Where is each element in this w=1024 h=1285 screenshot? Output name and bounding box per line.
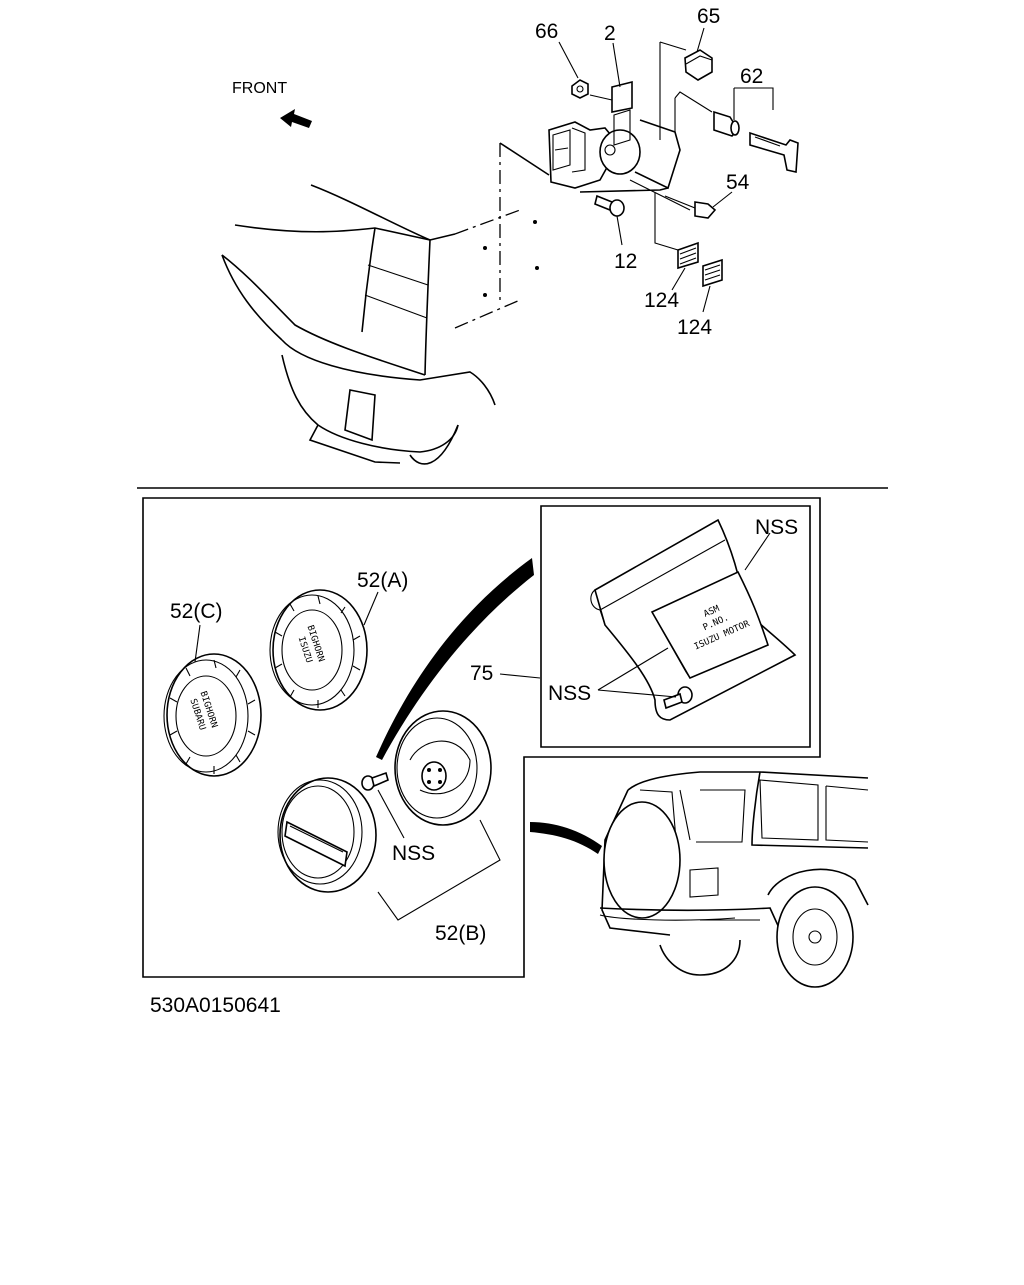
callout-65: 65 (697, 5, 720, 28)
spare-tire-cover-52a: BIGHORN ISUZU (269, 589, 368, 711)
spare-tire-carrier-bracket (548, 41, 713, 251)
spare-tire-cover-52c: BIGHORN SUBARU (163, 653, 262, 777)
spare-tire-cover-52b-front (277, 777, 377, 893)
callout-124-b: 124 (677, 316, 712, 339)
leader-52a (363, 591, 379, 626)
pads-124 (671, 241, 723, 313)
vehicle-rear-view (599, 771, 869, 988)
callout-2: 2 (604, 22, 616, 45)
callout-54: 54 (726, 171, 750, 194)
callout-52a: 52(A) (357, 569, 408, 592)
nut-66 (571, 79, 589, 99)
callout-52c: 52(C) (170, 600, 223, 623)
detail-pointer (376, 558, 534, 760)
front-direction-indicator: FRONT (232, 80, 312, 128)
lock-cap-65 (684, 49, 713, 81)
callout-124-a: 124 (644, 289, 679, 312)
leader-52c (194, 624, 201, 663)
callout-75: 75 (470, 662, 493, 685)
bottom-frame (142, 497, 821, 978)
front-label: FRONT (232, 80, 287, 97)
callout-nss-top: NSS (755, 516, 798, 539)
callout-nss-bottom: NSS (392, 842, 435, 865)
callout-12: 12 (614, 250, 637, 273)
leader-nss-bottom (377, 789, 405, 839)
key-cylinder-62 (713, 87, 799, 173)
callout-66: 66 (535, 20, 558, 43)
bolt-12 (594, 194, 625, 246)
id-plate-detail: ASM P.NO. ISUZU MOTOR (590, 518, 797, 721)
spare-tire-cover-52b-back (394, 710, 492, 826)
bracket-52b (377, 819, 501, 921)
figure-code: 530A0150641 (150, 994, 281, 1017)
leader-75 (499, 673, 541, 679)
screw-nss (361, 771, 389, 791)
callout-52b: 52(B) (435, 922, 486, 945)
bolt-54 (664, 195, 717, 219)
vehicle-rear-corner (221, 142, 550, 465)
top-callout-leaders (558, 27, 733, 208)
callout-62: 62 (740, 65, 763, 88)
callout-nss-mid: NSS (548, 682, 591, 705)
detail-inset-box (540, 505, 811, 748)
front-arrow-icon (280, 109, 312, 128)
rear-view-pointer (530, 822, 602, 854)
